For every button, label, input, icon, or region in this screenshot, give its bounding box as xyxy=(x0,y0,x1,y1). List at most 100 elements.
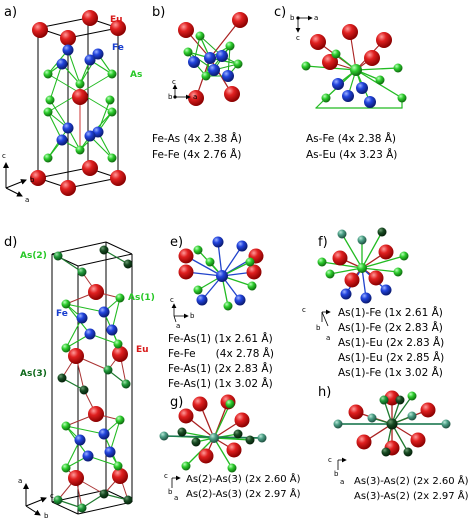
as2-atom xyxy=(53,251,63,261)
panel-h: h) c b a As(3)-As(2) (2x 2.60 Å) As(3)-A… xyxy=(318,385,469,502)
unit-cell-edge xyxy=(105,241,133,255)
fe-atom xyxy=(56,134,68,146)
bond xyxy=(65,317,83,349)
panel-h-line-1: As(3)-As(2) (2x 2.60 Å) xyxy=(354,474,469,487)
panel-b-line-1: Fe-As (4x 2.38 Å) xyxy=(152,132,242,145)
as-atom xyxy=(201,71,211,81)
as3-atom xyxy=(191,437,201,447)
panel-f-line-5: As(1)-Fe (1x 3.02 Å) xyxy=(338,366,443,379)
as-atom xyxy=(205,257,215,267)
fe-atom xyxy=(332,78,344,90)
fe-atom xyxy=(84,130,96,142)
fe-atom xyxy=(84,328,96,340)
fe-atom xyxy=(236,240,248,252)
eu-atom xyxy=(342,24,358,40)
as-atom-teal xyxy=(333,419,343,429)
panel-d-axes: a c b xyxy=(18,477,54,520)
eu-atom xyxy=(348,404,364,420)
eu-atom xyxy=(110,170,126,186)
as-atom xyxy=(43,153,53,163)
panel-g-axis-b: b xyxy=(168,488,173,496)
fe-atom xyxy=(216,270,228,282)
panel-c-line-1: As-Fe (4x 2.38 Å) xyxy=(306,132,396,145)
bond xyxy=(213,437,251,441)
panel-d-label-as2: As(2) xyxy=(20,251,47,261)
as-atom xyxy=(107,69,117,79)
fe-atom xyxy=(62,44,74,56)
as-atom xyxy=(115,415,125,425)
eu-atom xyxy=(368,270,384,286)
panel-c-axis-c: c xyxy=(296,34,300,42)
bond xyxy=(65,303,105,313)
as-atom xyxy=(357,263,367,273)
as3-atom xyxy=(99,489,109,499)
eu-atom xyxy=(82,160,98,176)
as-atom-teal xyxy=(159,431,169,441)
panel-e-line-3: Fe-As(1) (2x 2.83 Å) xyxy=(168,362,273,375)
panel-h-axis-a: a xyxy=(340,478,344,486)
eu-atom xyxy=(356,434,372,450)
as-atom xyxy=(105,95,115,105)
bond xyxy=(65,425,105,435)
panel-h-label: h) xyxy=(318,385,331,400)
panel-c-label: c) xyxy=(274,5,286,20)
fe-atom xyxy=(234,294,246,306)
eu-atom xyxy=(378,244,394,260)
panel-a-axis-c: c xyxy=(2,152,6,160)
eu-atom xyxy=(344,272,360,288)
as-atom xyxy=(43,107,53,117)
panel-a-label-fe: Fe xyxy=(112,43,124,53)
fe-atom xyxy=(82,450,94,462)
as3-atom xyxy=(79,385,89,395)
bond xyxy=(221,245,243,277)
eu-atom xyxy=(224,86,240,102)
bond xyxy=(391,395,413,425)
panel-d-axis-b: b xyxy=(44,512,49,520)
fe-atom xyxy=(360,292,372,304)
as-atom-teal xyxy=(367,413,377,423)
eu-atom xyxy=(178,408,194,424)
as3-atom xyxy=(403,447,413,457)
panel-g-axis-a: a xyxy=(174,494,178,502)
panel-e-structure xyxy=(178,236,264,311)
eu-atom xyxy=(384,390,400,406)
fe-atom xyxy=(212,236,224,248)
panel-d-structure xyxy=(51,241,133,515)
as3-atom xyxy=(99,245,109,255)
panel-b-axis-a: a xyxy=(193,93,197,101)
as-atom xyxy=(113,339,123,349)
eu-atom xyxy=(68,470,84,486)
as-atom-teal xyxy=(257,433,267,443)
panel-e-axis-c: c xyxy=(170,296,174,304)
panel-d-label-as3: As(3) xyxy=(20,369,47,379)
panel-a-axis-a: a xyxy=(25,196,29,204)
eu-atom xyxy=(30,170,46,186)
fe-atom xyxy=(98,428,110,440)
panel-h-axis-b: b xyxy=(334,470,339,478)
panel-a-structure xyxy=(30,10,126,196)
eu-atom xyxy=(112,346,128,362)
fe-atom xyxy=(380,284,392,296)
eu-atom xyxy=(188,90,204,106)
panel-a-label: a) xyxy=(4,5,17,20)
panel-b-label: b) xyxy=(152,5,165,20)
panel-f-line-2: As(1)-Fe (2x 2.83 Å) xyxy=(338,321,443,334)
panel-a-label-as: As xyxy=(130,70,142,80)
panel-d: d) As(2) As(1) Fe Eu As(3) a c b xyxy=(4,235,155,520)
as3-atom xyxy=(377,227,387,237)
eu-atom xyxy=(364,50,380,66)
eu-atom xyxy=(234,412,250,428)
eu-atom xyxy=(178,264,194,280)
panel-f-label: f) xyxy=(318,235,328,250)
panel-g-label: g) xyxy=(170,395,183,410)
eu-atom xyxy=(60,30,76,46)
bond xyxy=(213,437,233,469)
eu-atom xyxy=(226,442,242,458)
fe-atom xyxy=(106,324,118,336)
panel-h-axis-c: c xyxy=(328,456,332,464)
eu-atom xyxy=(232,12,248,28)
bond xyxy=(109,419,121,453)
bond xyxy=(361,231,383,269)
as3-atom xyxy=(386,418,398,430)
panel-g-line-1: As(2)-As(3) (2x 2.60 Å) xyxy=(186,472,301,485)
